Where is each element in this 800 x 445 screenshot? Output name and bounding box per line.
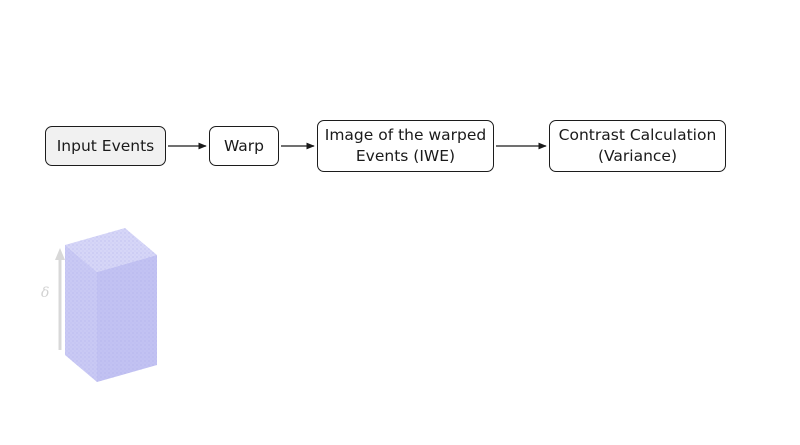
event-volume-cube (65, 228, 157, 382)
iwe-label-line1: Image of the warped (324, 126, 487, 144)
warp-label: Warp (223, 136, 265, 155)
contrast-label-line2: (Variance) (597, 147, 678, 165)
input-events-box: Input Events (45, 126, 166, 166)
iwe-label-line2: Events (IWE) (355, 147, 456, 165)
delta-axis-arrow (55, 248, 65, 350)
contrast-calculation-box: Contrast Calculation (Variance) (549, 120, 726, 172)
input-events-label: Input Events (56, 136, 155, 155)
iwe-box: Image of the warped Events (IWE) (317, 120, 494, 172)
contrast-label-line1: Contrast Calculation (558, 126, 717, 144)
delta-axis-label: δ (41, 285, 50, 301)
warp-box: Warp (209, 126, 279, 166)
